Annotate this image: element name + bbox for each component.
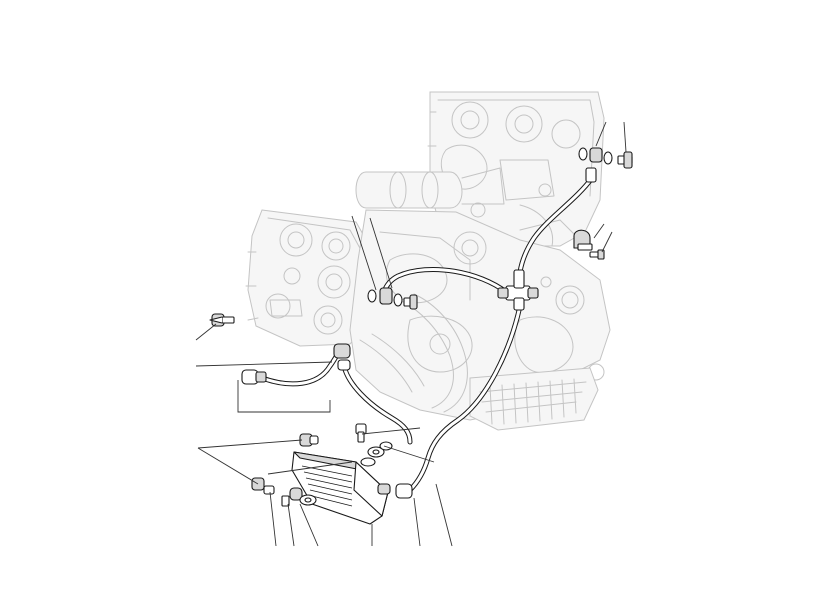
oil-cooler bbox=[291, 451, 391, 525]
cooler-top-fittings bbox=[360, 441, 393, 467]
clamp-bracket bbox=[573, 229, 605, 260]
cooler-lower-fitting bbox=[395, 483, 413, 499]
fittings bbox=[209, 147, 633, 507]
banjo-bolt-top-right bbox=[578, 147, 633, 183]
left-hose-end-fitting bbox=[241, 369, 267, 385]
leader-lines bbox=[195, 121, 627, 547]
cooler-feed-hose bbox=[341, 363, 413, 445]
left-hose bbox=[259, 345, 345, 387]
banjo-bolt-center bbox=[367, 287, 418, 310]
upper-hose bbox=[517, 175, 595, 275]
cooler-rubber-grommets bbox=[251, 433, 319, 507]
hoses bbox=[259, 175, 595, 493]
tee-fitting bbox=[497, 269, 539, 311]
center-hose bbox=[381, 267, 509, 295]
cooler-mount-bolt bbox=[355, 423, 367, 443]
sump-fins bbox=[479, 378, 587, 425]
left-hose-upper-fittings bbox=[333, 343, 351, 371]
engine-ghost bbox=[245, 91, 611, 431]
lower-hose bbox=[407, 303, 523, 493]
banjo-bolt-left bbox=[209, 313, 235, 327]
